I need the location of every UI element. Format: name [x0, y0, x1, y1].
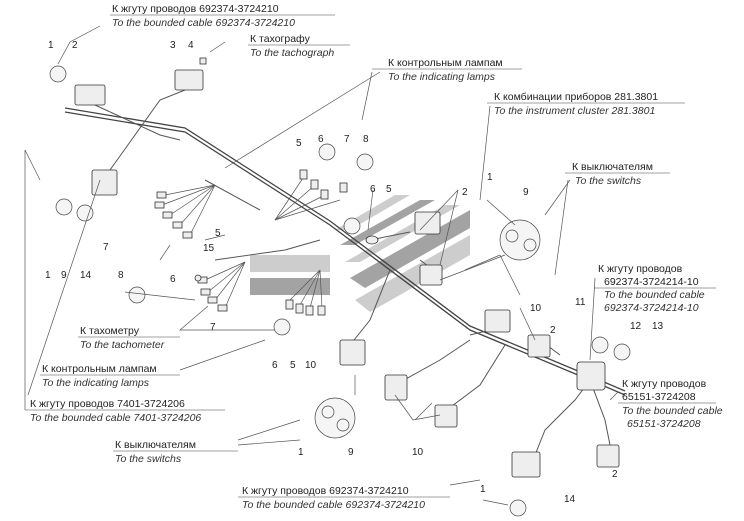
- callout: 1: [487, 172, 493, 183]
- callout: 1: [480, 484, 486, 495]
- callout: 5: [386, 184, 392, 195]
- callout: 9: [61, 270, 67, 281]
- label-switches-right-ru: К выключателям: [572, 161, 653, 173]
- label-switches-right-en: To the switchs: [575, 175, 642, 187]
- callout: 6: [318, 134, 324, 145]
- label-tachometer-en: To the tachometer: [80, 339, 165, 351]
- connector-14-bottom: [511, 451, 541, 478]
- label-lamps-top-en: To the indicating lamps: [388, 71, 496, 83]
- label-harness-left-ru: К жгуту проводов 7401-3724206: [30, 398, 185, 410]
- connector-2-top: [74, 84, 106, 106]
- terminals: [154, 169, 379, 316]
- callout: 8: [363, 134, 369, 145]
- callout: 10: [530, 303, 542, 314]
- connector-10-lower: [384, 374, 408, 401]
- label-cluster-ru: К комбинации приборов 281.3801: [494, 91, 658, 103]
- wire-fan-center-bottom: [289, 269, 323, 309]
- callout: 6: [170, 274, 176, 285]
- connector-4: [199, 57, 207, 65]
- label-tacho-ru: К тахографу: [250, 33, 311, 45]
- callout: 7: [103, 242, 109, 253]
- callout: 5: [215, 228, 221, 239]
- callout: 1: [298, 447, 304, 458]
- callout: 1: [45, 270, 51, 281]
- connector-11: [576, 361, 606, 391]
- callout: 2: [612, 469, 618, 480]
- label-lamps-left-ru: К контрольным лампам: [42, 363, 157, 375]
- callout: 5: [296, 138, 302, 149]
- label-harness-bottom-ru: К жгуту проводов 692374-3724210: [242, 485, 409, 497]
- wire-fan-center-top: [274, 174, 341, 221]
- callout: 1: [48, 40, 54, 51]
- callout: 7: [344, 134, 350, 145]
- callout: 15: [203, 243, 215, 254]
- label-harness-right2-en: To the bounded cable: [622, 405, 723, 417]
- callout: 14: [564, 494, 576, 505]
- callout: 2: [462, 187, 468, 198]
- label-tacho-en: To the tachograph: [250, 47, 334, 59]
- connector-10-center: [484, 309, 511, 333]
- label-harness-right2-num: 65151-3724208: [622, 391, 696, 403]
- label-harness-top-en: To the bounded cable 692374-3724210: [112, 17, 295, 29]
- callout: 2: [72, 40, 78, 51]
- callout: 9: [523, 187, 529, 198]
- wire-fan-left-top: [161, 184, 216, 236]
- label-lamps-top-ru: К контрольным лампам: [388, 57, 503, 69]
- callout: 13: [652, 321, 664, 332]
- label-harness-top-ru: К жгуту проводов 692374-3724210: [112, 3, 279, 15]
- label-harness-bottom-en: To the bounded cable 692374-3724210: [242, 499, 425, 511]
- label-harness-right1-num: 692374-3724214-10: [604, 276, 699, 288]
- leader-lines: [24, 25, 619, 506]
- label-cluster-en: To the instrument cluster 281.3801: [494, 105, 655, 117]
- callout: 11: [575, 297, 586, 308]
- connector-10-bottom: [434, 404, 458, 428]
- connector-14-left: [91, 169, 118, 196]
- callout: 7: [210, 322, 216, 333]
- round-tags: [49, 65, 631, 517]
- connector-2-right: [527, 334, 551, 358]
- callout: 14: [80, 270, 92, 281]
- connector-2-mid: [419, 264, 443, 286]
- connector-2-bottom: [596, 444, 620, 468]
- callout: 12: [630, 321, 642, 332]
- label-harness-right2-ru: К жгуту проводов: [622, 378, 707, 390]
- wire-fan-left-bottom: [204, 261, 246, 309]
- label-lamps-left-en: To the indicating lamps: [42, 377, 150, 389]
- label-harness-right2-en-num: 65151-3724208: [627, 418, 701, 430]
- connectors: [74, 57, 620, 478]
- callout: 3: [170, 40, 176, 51]
- callout: 9: [348, 447, 354, 458]
- connector-10-mid: [339, 339, 366, 366]
- connector-3-tachograph: [174, 69, 204, 91]
- label-harness-right1-ru: К жгуту проводов: [598, 263, 683, 275]
- callout: 2: [550, 325, 556, 336]
- callout-numbers: 1 2 3 4 5 6 7 8 6 5 2 1 9 5 15 6 8 7 7 1…: [45, 40, 664, 505]
- callout: 10: [412, 447, 424, 458]
- callout: 8: [118, 270, 124, 281]
- label-harness-right1-en-num: 692374-3724214-10: [604, 302, 699, 314]
- callout: 10: [305, 360, 317, 371]
- callout: 4: [188, 40, 194, 51]
- label-harness-right1-en: To the bounded cable: [604, 289, 705, 301]
- label-switches-left-ru: К выключателям: [115, 439, 196, 451]
- label-tachometer-ru: К тахометру: [80, 325, 140, 337]
- annotation-labels: К жгуту проводов 692374-3724210 To the b…: [25, 3, 723, 511]
- callout: 5: [290, 360, 296, 371]
- connector-instrument-cluster: [414, 211, 441, 235]
- label-switches-left-en: To the switchs: [115, 453, 182, 465]
- label-harness-left-en: To the bounded cable 7401-3724206: [30, 412, 201, 424]
- callout: 6: [370, 184, 376, 195]
- callout: 6: [272, 360, 278, 371]
